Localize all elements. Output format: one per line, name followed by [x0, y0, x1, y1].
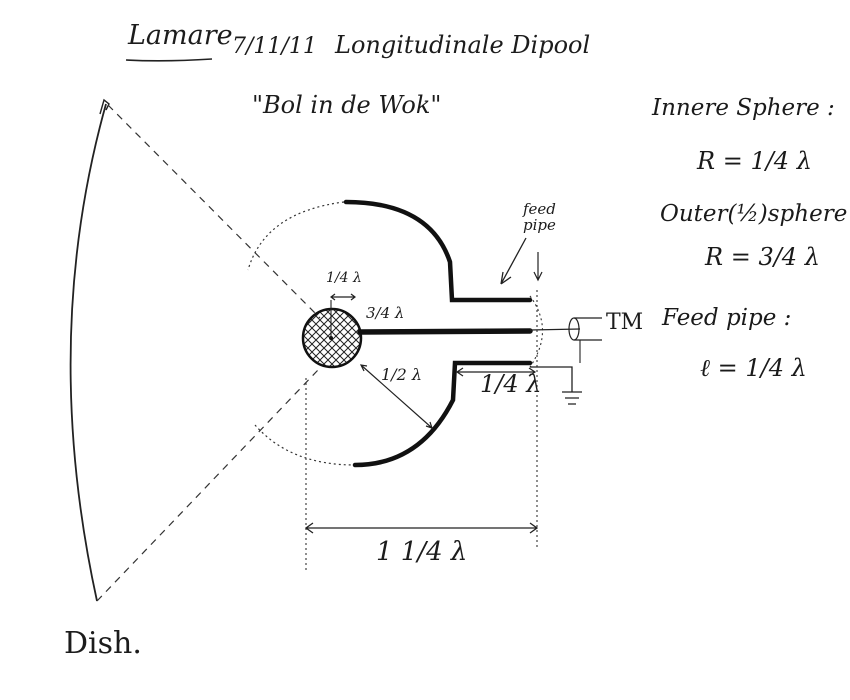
inner-radius-label: 1/4 λ — [326, 270, 362, 286]
feed-pipe-label: feed pipe — [523, 200, 556, 234]
coax-connector-lines — [574, 317, 602, 341]
outer-sphere-dotted-bottom — [254, 424, 356, 466]
feed-pipe-label-line1: feed — [523, 200, 556, 218]
feed-pipe-label-line2: pipe — [523, 215, 556, 234]
ground-symbol — [530, 366, 582, 405]
inner-conductor — [357, 328, 533, 335]
sketch-subtitle: "Bol in de Wok" — [252, 91, 442, 119]
note-inner-value: R = 1/4 λ — [697, 147, 812, 175]
total-width-label: 1 1/4 λ — [376, 537, 468, 567]
note-feed-heading: Feed pipe : — [662, 305, 792, 331]
outer-sphere-lower — [352, 360, 533, 468]
gap-label: 1/2 λ — [381, 365, 422, 384]
sketch-title: Longitudinale Dipool — [335, 31, 591, 59]
dish-edge-lower — [96, 369, 319, 602]
dish-label: Dish. — [64, 626, 142, 661]
feed-length-arrow — [455, 367, 537, 377]
inner-radius-arrow — [330, 293, 356, 301]
dish-edge-upper — [107, 104, 321, 319]
feed-length-label: 1/4 λ — [480, 370, 542, 398]
total-width-arrow — [304, 522, 539, 534]
dish-rim-mark — [99, 98, 110, 115]
outer-sphere-dotted-top — [247, 201, 345, 271]
coax-length-label: 3/4 λ — [366, 304, 405, 322]
author-underline — [125, 58, 213, 62]
dish-reflector — [69, 103, 107, 602]
note-outer-value: R = 3/4 λ — [705, 243, 820, 271]
note-feed-value: ℓ = 1/4 λ — [700, 354, 807, 382]
feed-pipe-arrow-2 — [533, 252, 543, 282]
feed-pipe-arrow — [500, 237, 527, 285]
outer-sphere-upper — [343, 199, 533, 303]
tm-label: TM — [606, 310, 644, 335]
sketch-date: 7/11/11 — [232, 34, 317, 59]
note-outer-heading: Outer(½)sphere : — [660, 201, 850, 227]
inner-conductor-extension — [529, 328, 581, 331]
author-name: Lamare — [128, 20, 233, 51]
note-inner-heading: Innere Sphere : — [652, 95, 835, 121]
gap-arrow — [359, 364, 433, 429]
